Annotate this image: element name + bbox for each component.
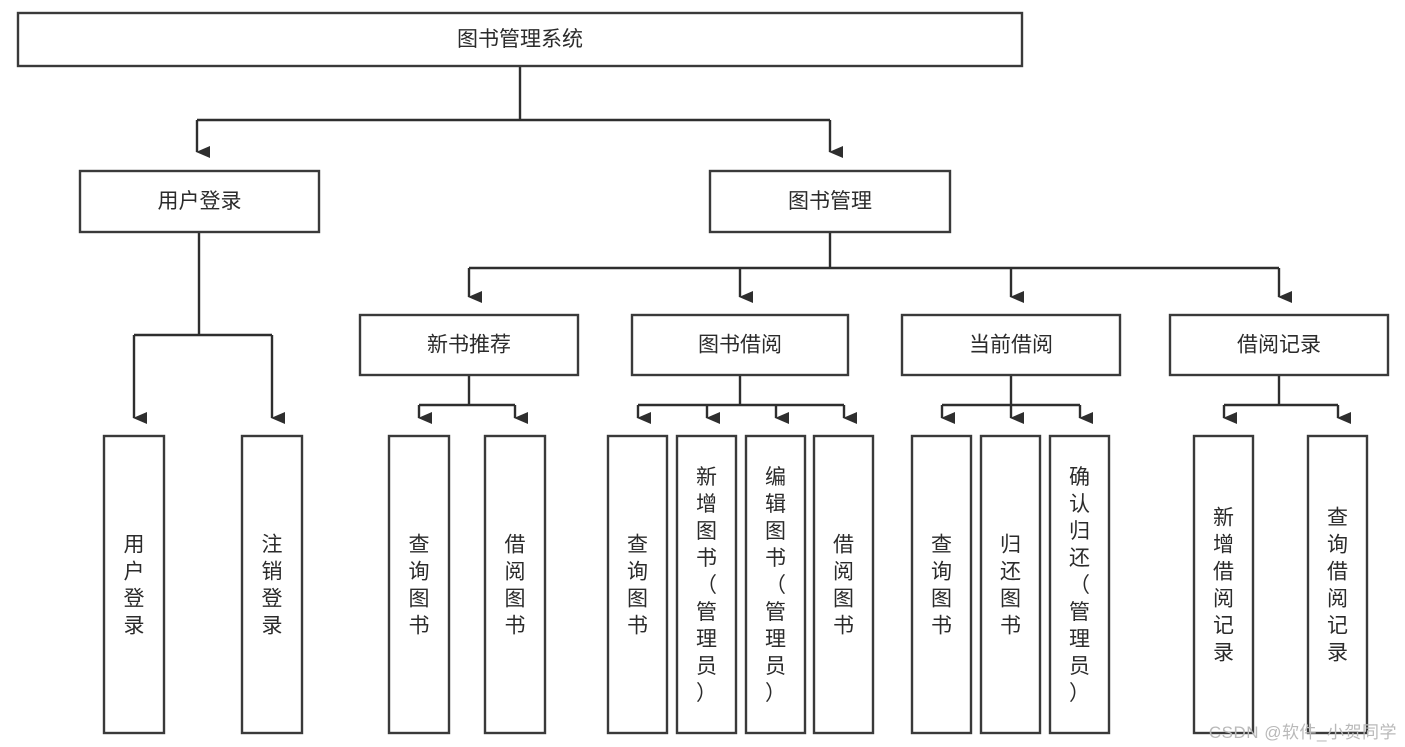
node-leaf-borrow-book-2-box[interactable] bbox=[812, 434, 875, 735]
node-leaf-user-login[interactable]: 用户登录 bbox=[102, 434, 166, 735]
node-leaf-return-book-label: 归还图书 bbox=[1000, 534, 1021, 638]
node-leaf-logout-login-box[interactable] bbox=[240, 434, 304, 735]
node-new-book-recommend-label: 新书推荐 bbox=[427, 334, 511, 357]
node-root[interactable]: 图书管理系统 bbox=[16, 11, 1024, 68]
node-user-login-label: 用户登录 bbox=[158, 190, 242, 213]
node-borrow-record-label: 借阅记录 bbox=[1237, 334, 1321, 357]
node-new-book-recommend-box[interactable] bbox=[358, 313, 580, 377]
node-borrow-record[interactable]: 借阅记录 bbox=[1168, 313, 1390, 377]
node-current-borrow[interactable]: 当前借阅 bbox=[900, 313, 1122, 377]
node-leaf-query-book-2-box[interactable] bbox=[606, 434, 669, 735]
node-leaf-add-book-admin-box[interactable] bbox=[675, 434, 738, 735]
node-leaf-borrow-book-2-label: 借阅图书 bbox=[833, 534, 854, 638]
node-leaf-confirm-return-admin[interactable]: 确认归还（管理员） bbox=[1048, 434, 1111, 735]
node-book-management-box[interactable] bbox=[708, 169, 952, 234]
node-leaf-borrow-book-2[interactable]: 借阅图书 bbox=[812, 434, 875, 735]
node-user-login[interactable]: 用户登录 bbox=[78, 169, 321, 234]
node-leaf-query-book-1-box[interactable] bbox=[387, 434, 451, 735]
node-leaf-query-borrow-record-box[interactable] bbox=[1306, 434, 1369, 735]
node-root-box[interactable] bbox=[16, 11, 1024, 68]
node-current-borrow-label: 当前借阅 bbox=[969, 334, 1053, 357]
node-leaf-add-borrow-record-label: 新增借阅记录 bbox=[1213, 507, 1234, 665]
node-leaf-user-login-label: 用户登录 bbox=[124, 534, 145, 638]
node-leaf-borrow-book-1-label: 借阅图书 bbox=[505, 534, 526, 638]
node-leaf-borrow-book-1-box[interactable] bbox=[483, 434, 547, 735]
node-leaf-query-book-3-box[interactable] bbox=[910, 434, 973, 735]
node-leaf-confirm-return-admin-box[interactable] bbox=[1048, 434, 1111, 735]
node-root-label: 图书管理系统 bbox=[457, 28, 583, 51]
node-borrow-record-box[interactable] bbox=[1168, 313, 1390, 377]
node-leaf-query-borrow-record[interactable]: 查询借阅记录 bbox=[1306, 434, 1369, 735]
node-leaf-logout-login[interactable]: 注销登录 bbox=[240, 434, 304, 735]
node-leaf-query-book-3-label: 查询图书 bbox=[931, 534, 952, 638]
node-book-management[interactable]: 图书管理 bbox=[708, 169, 952, 234]
node-leaf-logout-login-label: 注销登录 bbox=[262, 534, 283, 638]
node-new-book-recommend[interactable]: 新书推荐 bbox=[358, 313, 580, 377]
node-leaf-query-book-1-label: 查询图书 bbox=[409, 534, 430, 638]
node-leaf-add-book-admin-label: 新增图书（管理员） bbox=[696, 466, 717, 705]
connector-layer bbox=[132, 66, 1351, 424]
leaf-nodes: 用户登录 注销登录 查询图书 借阅图书 查询图书 新增图书（管理员） 编辑图书（管理员） 借阅… bbox=[102, 434, 1369, 735]
node-leaf-edit-book-admin-box[interactable] bbox=[744, 434, 807, 735]
node-leaf-return-book[interactable]: 归还图书 bbox=[979, 434, 1042, 735]
node-leaf-add-book-admin[interactable]: 新增图书（管理员） bbox=[675, 434, 738, 735]
node-book-borrow[interactable]: 图书借阅 bbox=[630, 313, 850, 377]
node-leaf-add-borrow-record[interactable]: 新增借阅记录 bbox=[1192, 434, 1255, 735]
node-layer: 图书管理系统 用户登录 图书管理 新书推荐 图书借阅 当前 bbox=[16, 11, 1390, 735]
node-user-login-box[interactable] bbox=[78, 169, 321, 234]
node-leaf-confirm-return-admin-label: 确认归还（管理员） bbox=[1069, 466, 1090, 705]
node-book-management-label: 图书管理 bbox=[788, 190, 872, 213]
node-leaf-query-book-3[interactable]: 查询图书 bbox=[910, 434, 973, 735]
node-leaf-query-book-2[interactable]: 查询图书 bbox=[606, 434, 669, 735]
node-leaf-add-borrow-record-box[interactable] bbox=[1192, 434, 1255, 735]
node-leaf-query-book-2-label: 查询图书 bbox=[627, 534, 648, 638]
node-leaf-borrow-book-1[interactable]: 借阅图书 bbox=[483, 434, 547, 735]
node-current-borrow-box[interactable] bbox=[900, 313, 1122, 377]
node-leaf-user-login-box[interactable] bbox=[102, 434, 166, 735]
node-leaf-query-book-1[interactable]: 查询图书 bbox=[387, 434, 451, 735]
node-leaf-edit-book-admin-label: 编辑图书（管理员） bbox=[765, 466, 786, 705]
node-book-borrow-label: 图书借阅 bbox=[698, 334, 782, 357]
node-leaf-query-borrow-record-label: 查询借阅记录 bbox=[1327, 507, 1348, 665]
node-leaf-edit-book-admin[interactable]: 编辑图书（管理员） bbox=[744, 434, 807, 735]
node-leaf-return-book-box[interactable] bbox=[979, 434, 1042, 735]
node-book-borrow-box[interactable] bbox=[630, 313, 850, 377]
